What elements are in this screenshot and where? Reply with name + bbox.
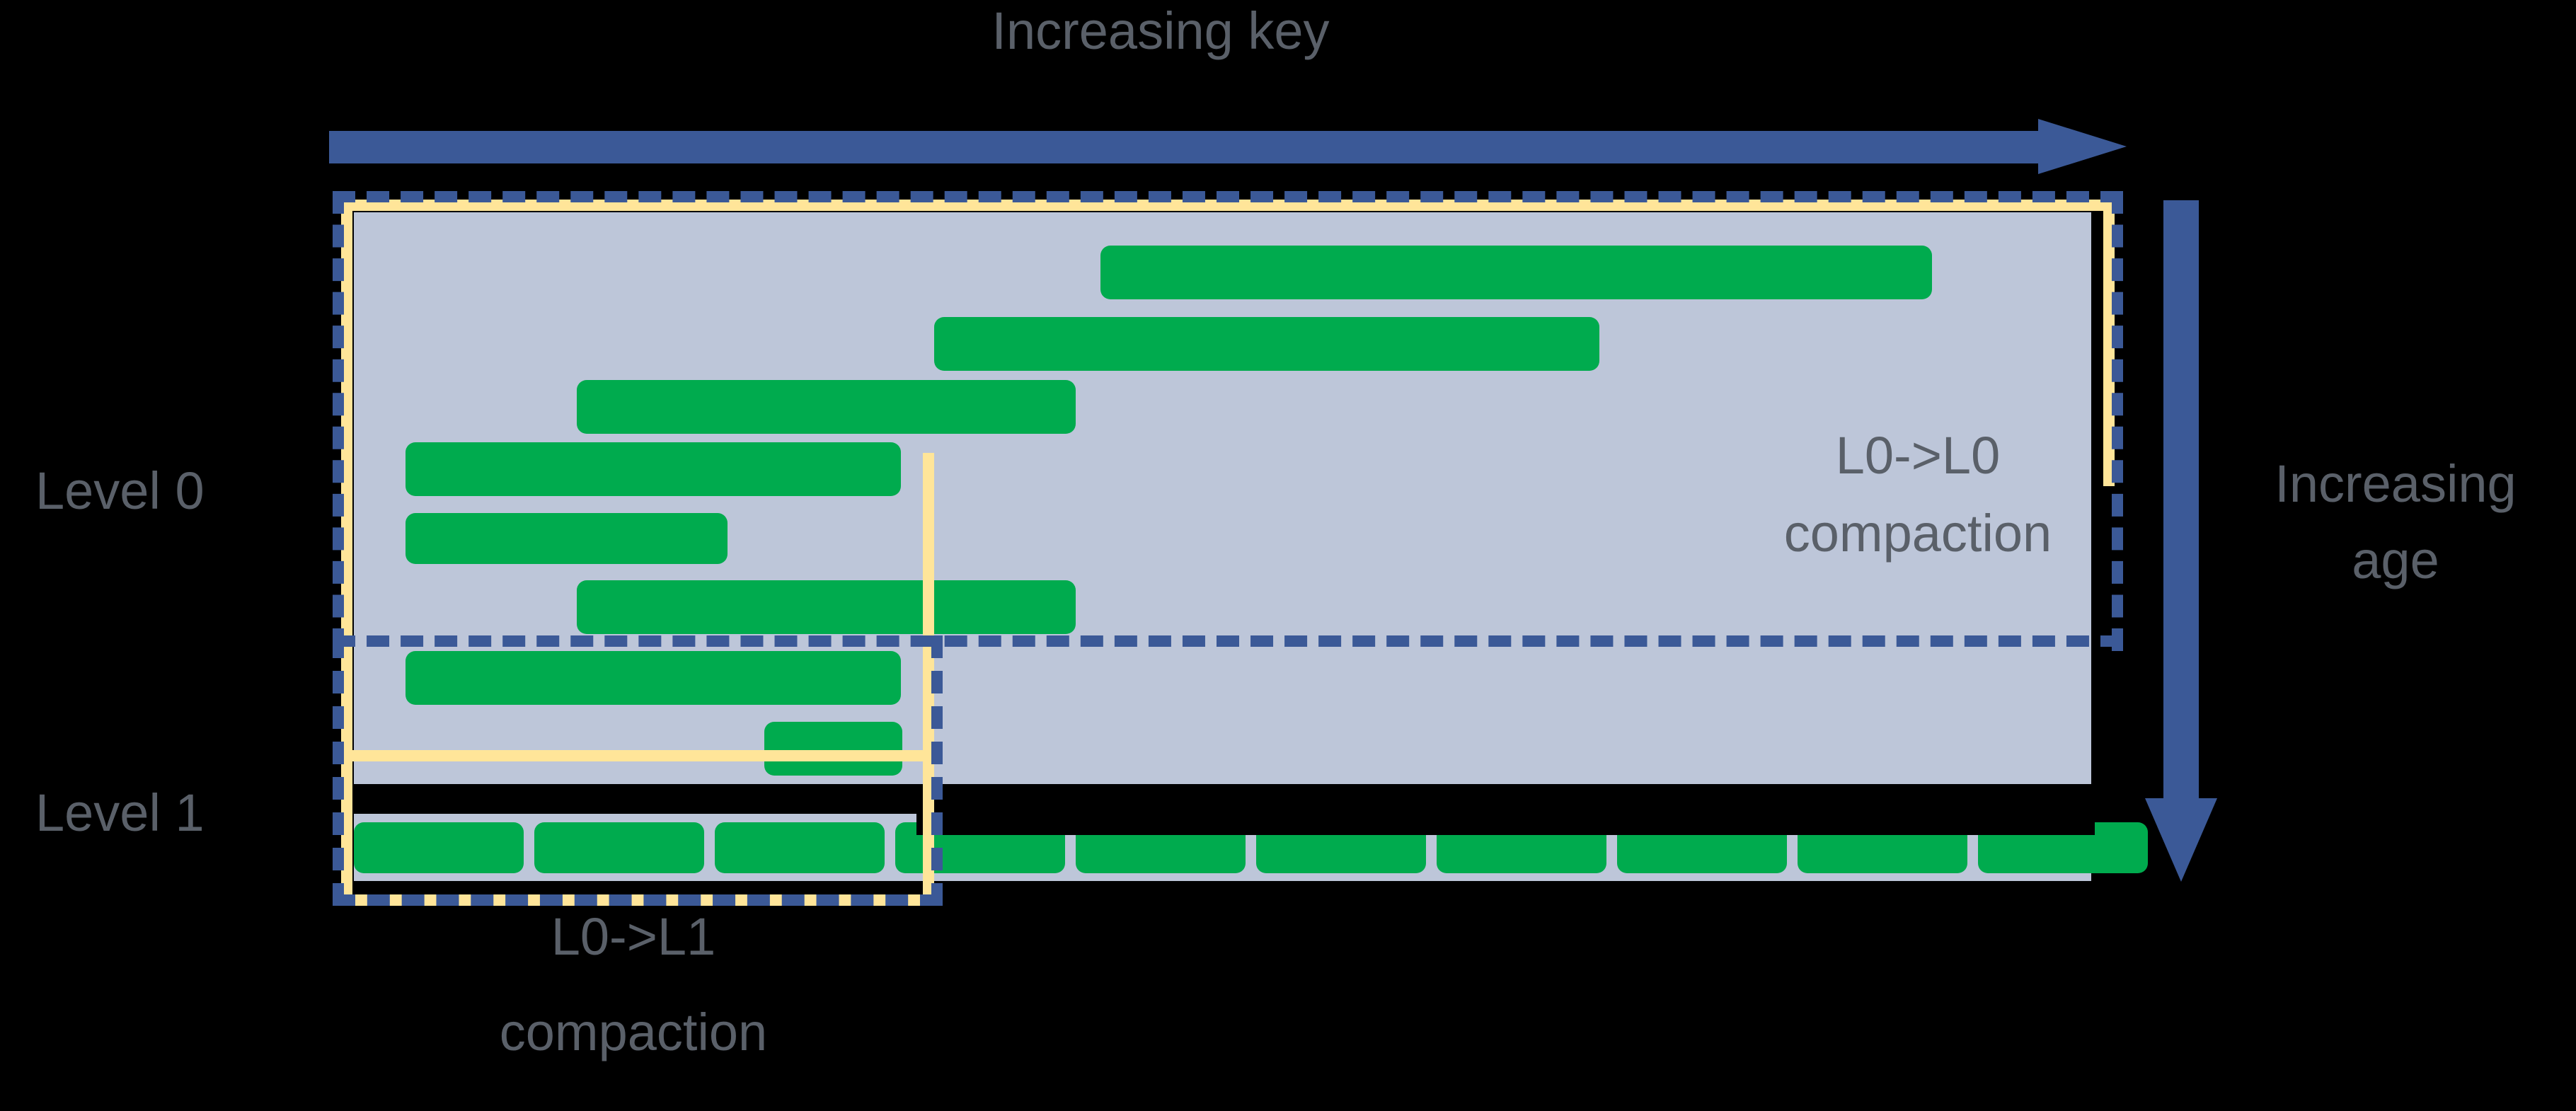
level-0-label: Level 0: [35, 461, 205, 520]
sstable-l0-7: [764, 722, 902, 776]
sstable-l0-2: [577, 380, 1076, 434]
down-arrow-icon: [2145, 200, 2217, 882]
increasing-age-label-line1: Increasing: [2275, 454, 2517, 513]
l0-l1-compaction-label-line1: L0->L1: [551, 907, 716, 966]
level-separator-gap: [916, 812, 2095, 835]
l0-l1-compaction-label-line2: compaction: [499, 1003, 768, 1061]
increasing-age-label-line2: age: [2352, 531, 2439, 589]
arrow-head: [2038, 119, 2127, 174]
sstable-l1-2: [715, 822, 885, 873]
sstable-l1-1: [534, 822, 704, 873]
sstable-l1-0: [354, 822, 524, 873]
sstable-l0-5: [577, 580, 1076, 634]
sstable-l0-4: [406, 513, 728, 564]
sstable-l0-3: [406, 442, 901, 496]
arrow-head: [2145, 798, 2217, 882]
arrow-shaft: [329, 131, 2049, 163]
l0-l0-compaction-label-line1: L0->L0: [1835, 426, 2001, 485]
sstable-l0-0: [1100, 246, 1932, 299]
l0-l0-compaction-label-line2: compaction: [1783, 504, 2052, 563]
arrow-shaft: [2163, 200, 2199, 810]
l0-l1-compaction-selection[interactable]: [333, 635, 943, 906]
increasing-key-label: Increasing key: [991, 1, 1330, 60]
right-arrow-icon: [329, 119, 2137, 174]
level-1-label: Level 1: [35, 783, 205, 842]
l0-l0-compaction-selection-bottom[interactable]: [333, 635, 2123, 647]
sstable-l0-6: [406, 651, 901, 705]
sstable-l0-1: [934, 317, 1599, 371]
l0-l0-compaction-selection[interactable]: [333, 191, 2123, 651]
